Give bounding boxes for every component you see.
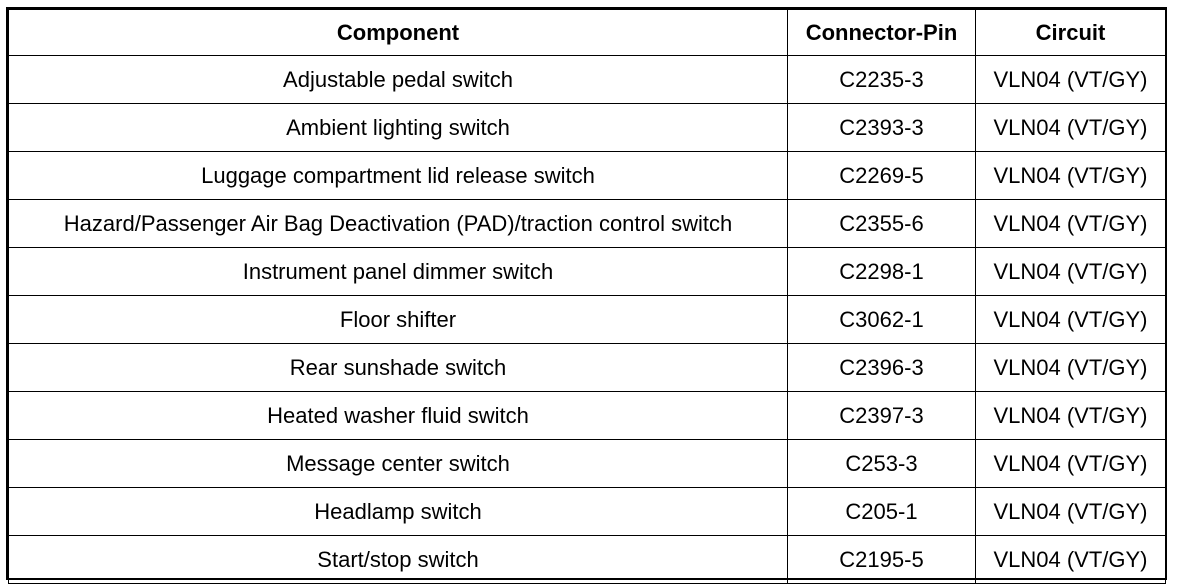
table-row: Ambient lighting switch C2393-3 VLN04 (V… bbox=[8, 103, 1166, 152]
cell-circuit: VLN04 (VT/GY) bbox=[975, 439, 1166, 488]
cell-connector-pin: C3062-1 bbox=[787, 295, 976, 344]
cell-circuit: VLN04 (VT/GY) bbox=[975, 487, 1166, 536]
connector-table-frame: Component Connector-Pin Circuit Adjustab… bbox=[6, 7, 1167, 584]
cell-connector-pin: C2393-3 bbox=[787, 103, 976, 152]
cell-circuit: VLN04 (VT/GY) bbox=[975, 247, 1166, 296]
table-row: Rear sunshade switch C2396-3 VLN04 (VT/G… bbox=[8, 343, 1166, 392]
cell-circuit: VLN04 (VT/GY) bbox=[975, 295, 1166, 344]
cell-component: Message center switch bbox=[8, 439, 788, 488]
table-row: Adjustable pedal switch C2235-3 VLN04 (V… bbox=[8, 55, 1166, 104]
header-circuit: Circuit bbox=[975, 9, 1166, 56]
table-row: Headlamp switch C205-1 VLN04 (VT/GY) bbox=[8, 487, 1166, 536]
table-header-row: Component Connector-Pin Circuit bbox=[8, 9, 1166, 56]
cell-circuit: VLN04 (VT/GY) bbox=[975, 199, 1166, 248]
cell-component: Floor shifter bbox=[8, 295, 788, 344]
cell-circuit: VLN04 (VT/GY) bbox=[975, 151, 1166, 200]
cell-circuit: VLN04 (VT/GY) bbox=[975, 343, 1166, 392]
table-row: Start/stop switch C2195-5 VLN04 (VT/GY) bbox=[8, 535, 1166, 584]
connector-table: Component Connector-Pin Circuit Adjustab… bbox=[8, 9, 1166, 584]
cell-component: Instrument panel dimmer switch bbox=[8, 247, 788, 296]
cell-connector-pin: C2235-3 bbox=[787, 55, 976, 104]
header-connector-pin: Connector-Pin bbox=[787, 9, 976, 56]
table-row: Hazard/Passenger Air Bag Deactivation (P… bbox=[8, 199, 1166, 248]
cell-component: Rear sunshade switch bbox=[8, 343, 788, 392]
cell-connector-pin: C253-3 bbox=[787, 439, 976, 488]
cell-connector-pin: C205-1 bbox=[787, 487, 976, 536]
table-row: Heated washer fluid switch C2397-3 VLN04… bbox=[8, 391, 1166, 440]
cell-circuit: VLN04 (VT/GY) bbox=[975, 55, 1166, 104]
cell-circuit: VLN04 (VT/GY) bbox=[975, 103, 1166, 152]
header-component: Component bbox=[8, 9, 788, 56]
cell-component: Ambient lighting switch bbox=[8, 103, 788, 152]
cell-component: Adjustable pedal switch bbox=[8, 55, 788, 104]
cell-component: Luggage compartment lid release switch bbox=[8, 151, 788, 200]
table-row: Floor shifter C3062-1 VLN04 (VT/GY) bbox=[8, 295, 1166, 344]
table-row: Instrument panel dimmer switch C2298-1 V… bbox=[8, 247, 1166, 296]
cell-component: Start/stop switch bbox=[8, 535, 788, 584]
cell-component: Heated washer fluid switch bbox=[8, 391, 788, 440]
cell-connector-pin: C2355-6 bbox=[787, 199, 976, 248]
cell-connector-pin: C2195-5 bbox=[787, 535, 976, 584]
cell-connector-pin: C2269-5 bbox=[787, 151, 976, 200]
table-row: Luggage compartment lid release switch C… bbox=[8, 151, 1166, 200]
cell-connector-pin: C2397-3 bbox=[787, 391, 976, 440]
cell-component: Headlamp switch bbox=[8, 487, 788, 536]
table-row: Message center switch C253-3 VLN04 (VT/G… bbox=[8, 439, 1166, 488]
cell-connector-pin: C2396-3 bbox=[787, 343, 976, 392]
cell-connector-pin: C2298-1 bbox=[787, 247, 976, 296]
cell-circuit: VLN04 (VT/GY) bbox=[975, 391, 1166, 440]
cell-component: Hazard/Passenger Air Bag Deactivation (P… bbox=[8, 199, 788, 248]
cell-circuit: VLN04 (VT/GY) bbox=[975, 535, 1166, 584]
